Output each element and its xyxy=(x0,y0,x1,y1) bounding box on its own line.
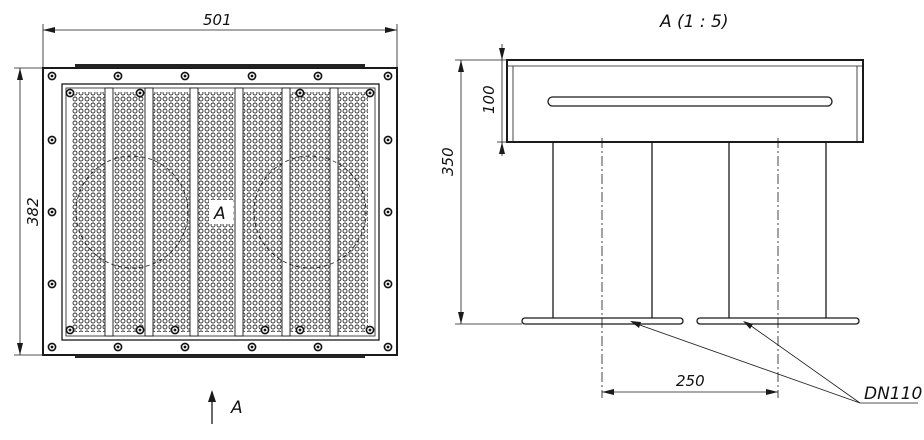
bolt-center xyxy=(50,138,54,142)
h100-arrow-bottom xyxy=(499,142,505,154)
bolt-center xyxy=(263,328,267,332)
width-dimension: 501 xyxy=(203,11,232,29)
section-marker-label: A xyxy=(213,204,226,224)
height-100-dimension: 100 xyxy=(480,85,498,114)
view-title: A (1 : 5) xyxy=(659,12,728,32)
leader-arrow-left xyxy=(630,321,641,328)
bolt-center xyxy=(316,74,320,78)
bolt-center xyxy=(50,282,54,286)
width-arrow-right xyxy=(385,27,397,33)
bolt-center xyxy=(138,328,142,332)
width-arrow-left xyxy=(43,27,55,33)
bolt-center xyxy=(68,328,72,332)
bolt-center xyxy=(298,91,302,95)
bolt-center xyxy=(68,91,72,95)
bolt-center xyxy=(250,74,254,78)
pipe-outline-right xyxy=(253,155,367,269)
spacing-dimension: 250 xyxy=(676,372,705,390)
bolts xyxy=(47,71,393,352)
spacing-arrow-right xyxy=(766,389,778,395)
bolt-center xyxy=(316,345,320,349)
inner-frame-lip xyxy=(65,87,376,337)
bolt-center xyxy=(386,282,390,286)
slot-opening xyxy=(547,96,833,107)
leader-line-right xyxy=(746,322,861,404)
height-arrow-top xyxy=(17,68,23,80)
height-350-dimension: 350 xyxy=(439,147,457,176)
bolt-center xyxy=(250,345,254,349)
h350-arrow-top xyxy=(458,60,464,72)
bolt-center xyxy=(386,138,390,142)
bottom-rail xyxy=(75,355,365,358)
grate-bar xyxy=(104,87,114,337)
front-view: A 501 382 A xyxy=(14,11,398,424)
pipe-size-label: DN110 xyxy=(864,384,922,404)
grate-bar xyxy=(144,87,154,337)
bolt-center xyxy=(183,74,187,78)
bolt-center xyxy=(368,91,372,95)
bolt-center xyxy=(138,91,142,95)
bolt-center xyxy=(368,328,372,332)
top-rail xyxy=(75,64,365,68)
inner-frame xyxy=(61,83,380,341)
grate-bar xyxy=(234,87,244,337)
leader-line-left xyxy=(633,322,861,404)
grate-bars xyxy=(104,87,339,337)
h100-arrow-top xyxy=(499,48,505,60)
bolt-center xyxy=(50,210,54,214)
height-arrow-bottom xyxy=(17,343,23,355)
bolt-center xyxy=(173,328,177,332)
center-label-bg xyxy=(209,200,233,224)
leader-arrow-right xyxy=(743,321,753,329)
bolt-center xyxy=(298,328,302,332)
pipe-outline-left xyxy=(75,155,189,269)
bolt-center xyxy=(116,345,120,349)
bolt-center xyxy=(386,74,390,78)
bolt-center xyxy=(116,74,120,78)
bolt-center xyxy=(386,345,390,349)
grate-bar xyxy=(281,87,291,337)
height-dimension: 382 xyxy=(24,197,42,226)
flange-right xyxy=(696,317,860,325)
view-arrow-head xyxy=(208,390,216,402)
view-arrow-label: A xyxy=(230,398,243,418)
grate-bar xyxy=(189,87,199,337)
bolt-center xyxy=(50,74,54,78)
bolt-center xyxy=(183,345,187,349)
bolt-center xyxy=(386,210,390,214)
h350-arrow-bottom xyxy=(458,312,464,324)
spacing-arrow-left xyxy=(602,389,614,395)
side-view: A (1 : 5) 350 100 250 xyxy=(439,12,922,404)
collector-box xyxy=(506,59,864,143)
grate-bar xyxy=(329,87,339,337)
bolt-center xyxy=(50,345,54,349)
flange-left xyxy=(521,317,684,325)
